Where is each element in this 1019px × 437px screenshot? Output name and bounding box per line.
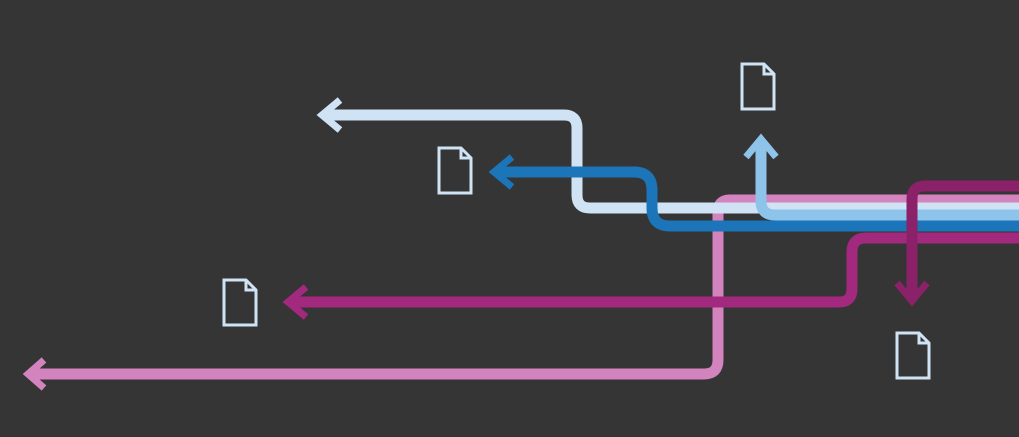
flow-mid-blue-up xyxy=(755,140,1019,221)
flow-dark-blue-left xyxy=(498,166,1019,232)
arrowhead-mid-blue xyxy=(743,133,779,160)
document-icon-middle xyxy=(437,146,473,195)
flow-light-blue-left xyxy=(324,109,1019,214)
arrowhead-purple xyxy=(894,280,930,307)
arrowhead-magenta xyxy=(282,284,309,320)
flow-pink-left xyxy=(32,194,1019,380)
flow-magenta-left xyxy=(292,232,1019,308)
arrowhead-dark-blue xyxy=(488,154,515,190)
document-icon-top xyxy=(740,62,776,111)
arrowhead-pink xyxy=(22,357,47,391)
arrowhead-light-blue xyxy=(316,97,343,133)
document-icon-bottom xyxy=(895,331,931,380)
document-icon-left xyxy=(222,278,258,327)
flow-purple-down xyxy=(906,180,1019,295)
